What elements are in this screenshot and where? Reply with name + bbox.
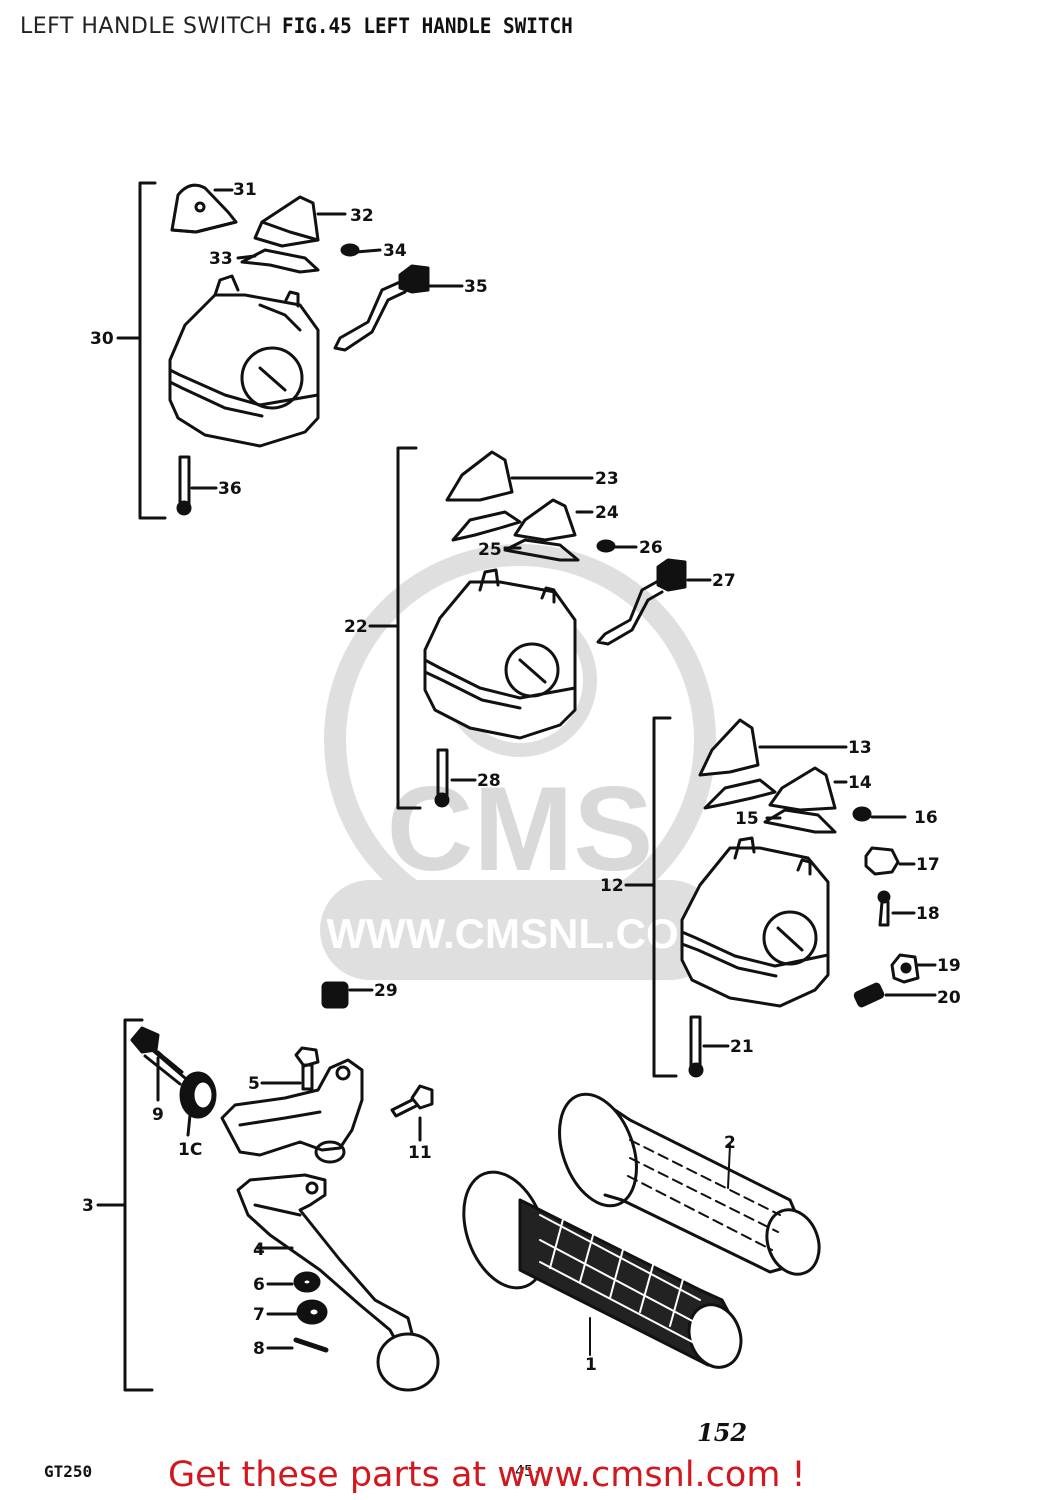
callout-labels: 31 32 33 34 35 30 36 23 24 25 26 27 22 2…	[82, 180, 961, 1375]
part-9-bolt	[130, 1026, 187, 1102]
part-26-screw	[596, 539, 638, 553]
callout-4: 4	[253, 1240, 265, 1260]
get-parts-link[interactable]: Get these parts at www.cmsnl.com !	[168, 1455, 806, 1495]
callout-23: 23	[595, 469, 619, 489]
part-24-lever	[513, 498, 577, 542]
callout-33: 33	[209, 249, 233, 269]
part-8-pin	[266, 1337, 329, 1353]
part-10-adjuster	[179, 1071, 217, 1137]
page-number: 152	[697, 1418, 748, 1447]
part-27-arm	[596, 558, 712, 646]
callout-6: 6	[253, 1275, 265, 1295]
callout-13: 13	[848, 738, 872, 758]
part-36-bolt	[176, 455, 218, 516]
part-2-grip	[558, 1092, 821, 1276]
callout-14: 14	[848, 773, 872, 793]
callout-17: 17	[916, 855, 940, 875]
callout-24: 24	[595, 503, 619, 523]
callout-28: 28	[477, 771, 501, 791]
callout-32: 32	[350, 206, 374, 226]
callout-18: 18	[916, 904, 940, 924]
callout-19: 19	[937, 956, 961, 976]
figure-ref: 45-	[515, 1462, 543, 1480]
callout-9: 9	[152, 1105, 164, 1125]
callout-10: 1C	[178, 1140, 202, 1160]
part-20-spring	[853, 982, 937, 1008]
part-17-button	[864, 846, 916, 876]
callout-12: 12	[600, 876, 624, 896]
part-25-plate	[503, 538, 580, 562]
callout-27: 27	[712, 571, 736, 591]
callout-25: 25	[478, 540, 502, 560]
housing-12	[680, 836, 830, 1008]
callout-31: 31	[233, 180, 257, 200]
part-29-cap	[321, 981, 374, 1009]
callout-26: 26	[639, 538, 663, 558]
figure-title: FIG.45 LEFT HANDLE SWITCH	[282, 14, 573, 38]
part-13-lever	[698, 718, 760, 777]
callout-21: 21	[730, 1037, 754, 1057]
callout-16: 16	[914, 808, 938, 828]
callout-11: 11	[408, 1143, 432, 1163]
cms-watermark: CMS WWW.CMSNL.COM	[320, 544, 720, 980]
callout-36: 36	[218, 479, 242, 499]
callout-5: 5	[248, 1074, 260, 1094]
part-33-plate	[240, 248, 320, 274]
part-1-grip	[462, 1170, 743, 1369]
part-18-pin	[877, 890, 916, 927]
watermark-brand: CMS	[387, 762, 654, 896]
part-11-bolt	[390, 1084, 434, 1142]
part-34-screw	[340, 243, 382, 257]
part-14-lever	[768, 766, 837, 812]
bracket-3	[123, 1018, 154, 1392]
callout-30: 30	[90, 329, 114, 349]
part-28-bolt	[434, 748, 477, 808]
page-title: LEFT HANDLE SWITCH	[20, 14, 273, 39]
callout-34: 34	[383, 241, 407, 261]
part-35-arm	[333, 264, 464, 352]
watermark-url: WWW.CMSNL.COM	[326, 910, 713, 957]
callout-22: 22	[344, 617, 368, 637]
callout-20: 20	[937, 988, 961, 1008]
part-21-bolt	[688, 1015, 730, 1078]
model-code: GT250	[44, 1462, 93, 1481]
part-5-screw	[260, 1046, 320, 1091]
part-15-plate	[763, 808, 837, 834]
callout-7: 7	[253, 1305, 265, 1325]
callout-29: 29	[374, 981, 398, 1001]
lever-bracket	[220, 1058, 364, 1164]
part-19-contact	[890, 953, 937, 984]
part-6-nut	[266, 1271, 321, 1293]
part-16-screw	[852, 806, 907, 822]
housing-22	[423, 568, 577, 740]
bracket-12	[652, 716, 678, 1078]
callout-15: 15	[735, 809, 759, 829]
callout-2: 2	[724, 1133, 736, 1153]
bracket-22	[396, 446, 422, 810]
callout-8: 8	[253, 1339, 265, 1359]
housing-30	[168, 274, 320, 448]
callout-35: 35	[464, 277, 488, 297]
callout-3: 3	[82, 1196, 94, 1216]
bracket-30	[138, 181, 167, 520]
callout-1: 1	[585, 1355, 597, 1375]
part-4-lever	[236, 1173, 440, 1392]
part-23-lever	[445, 450, 514, 502]
part-7-nut	[266, 1299, 328, 1325]
